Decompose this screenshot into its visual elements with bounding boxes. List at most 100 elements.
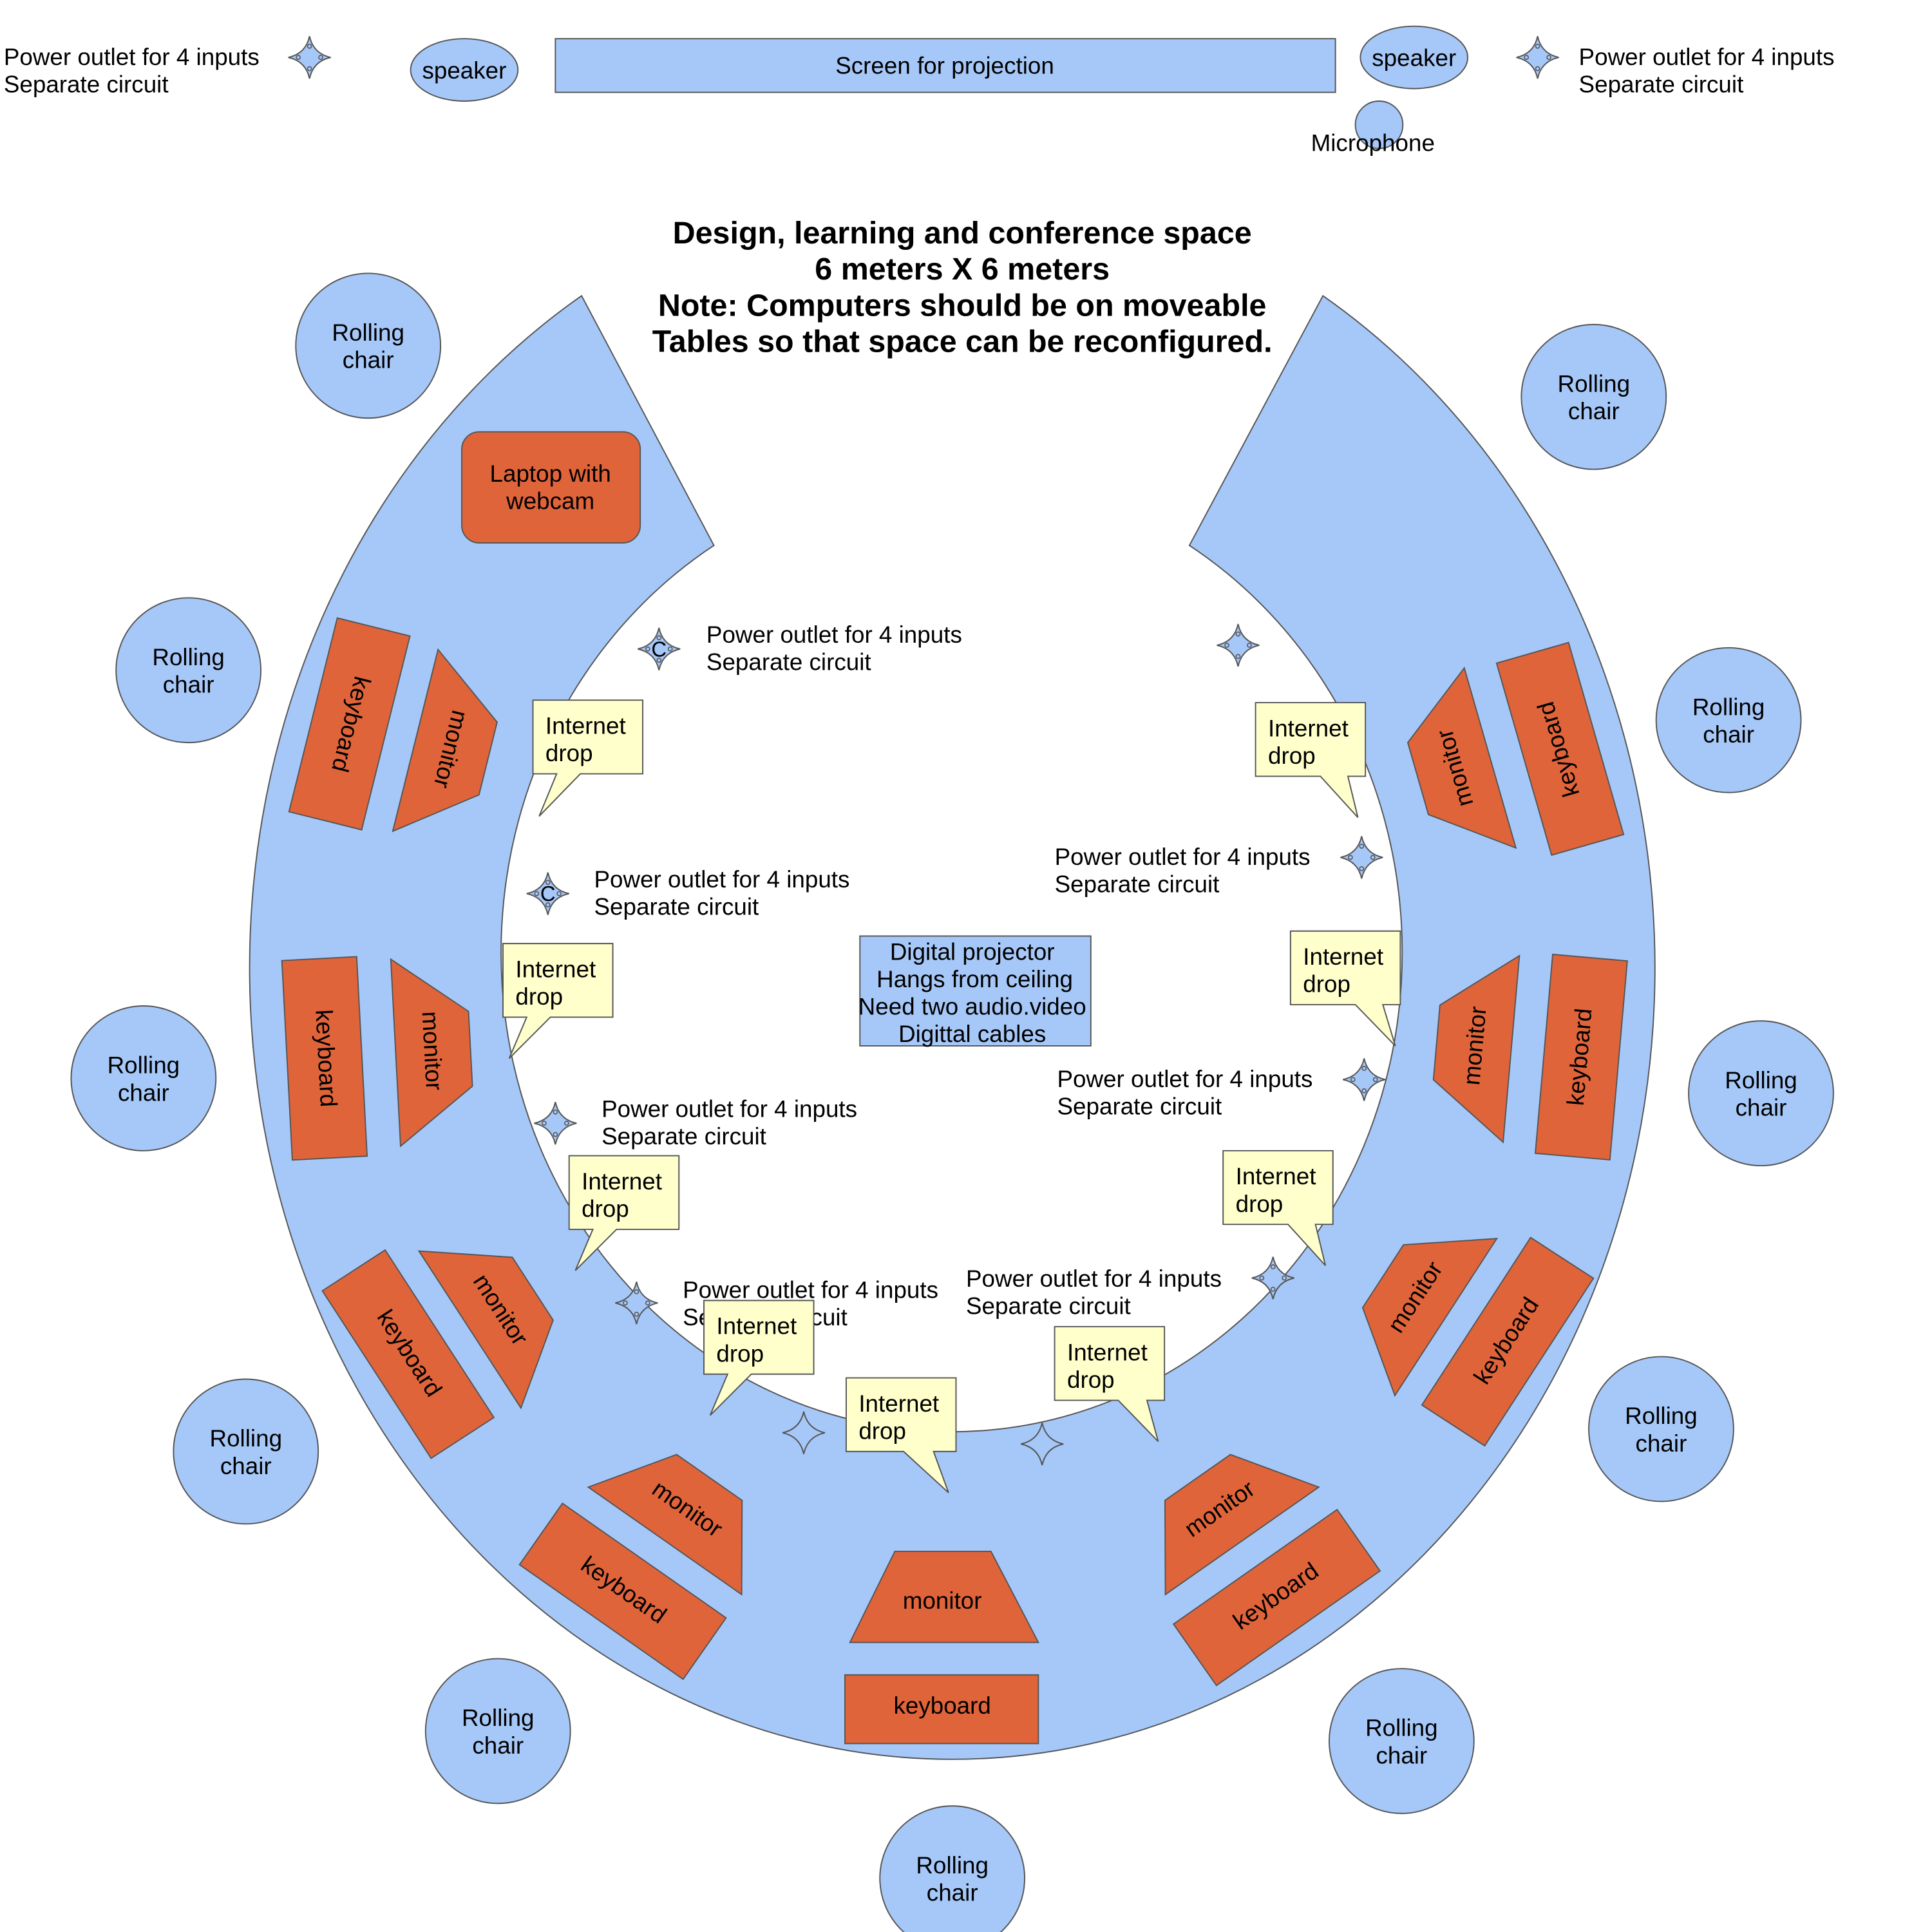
workstation: monitor bbox=[849, 1550, 1039, 1643]
digital-projector: Digital projector Hangs from ceiling Nee… bbox=[858, 935, 1092, 1047]
power-outlet-icon bbox=[287, 35, 332, 80]
svg-text:Rolling: Rolling bbox=[1625, 1403, 1698, 1429]
workstation: monitor bbox=[1406, 667, 1517, 849]
internet-drop-callout: Internet drop bbox=[1054, 1326, 1166, 1443]
svg-text:6 meters X 6 meters: 6 meters X 6 meters bbox=[815, 252, 1110, 287]
top-right-outlet-label: Power outlet for 4 inputs Separate circu… bbox=[1579, 44, 1835, 98]
svg-text:Power outlet for 4 inputs: Power outlet for 4 inputs bbox=[1057, 1066, 1312, 1092]
workstation: monitor bbox=[392, 648, 498, 833]
svg-text:Rolling: Rolling bbox=[1725, 1067, 1797, 1094]
svg-text:Rolling: Rolling bbox=[210, 1425, 283, 1452]
workstation: keyboard bbox=[281, 956, 368, 1161]
svg-text:Rolling: Rolling bbox=[108, 1052, 180, 1079]
svg-text:chair: chair bbox=[343, 347, 394, 374]
svg-text:Screen for projection: Screen for projection bbox=[835, 52, 1054, 79]
projection-screen: Screen for projection bbox=[554, 38, 1336, 93]
internet-drop-callout: Internet drop bbox=[1289, 930, 1401, 1046]
svg-text:speaker: speaker bbox=[422, 57, 506, 84]
power-outlet-icon bbox=[533, 1101, 578, 1146]
speaker-right: speaker bbox=[1359, 25, 1469, 90]
svg-text:chair: chair bbox=[472, 1732, 524, 1759]
svg-text:drop: drop bbox=[858, 1417, 906, 1444]
svg-text:Internet: Internet bbox=[716, 1313, 797, 1340]
svg-text:Internet: Internet bbox=[858, 1390, 939, 1417]
top-left-outlet-label: Power outlet for 4 inputs Separate circu… bbox=[4, 44, 260, 98]
svg-text:Power outlet for 4 inputs: Power outlet for 4 inputs bbox=[601, 1095, 857, 1122]
svg-text:drop: drop bbox=[1303, 971, 1350, 998]
svg-text:Separate circuit: Separate circuit bbox=[1055, 871, 1220, 898]
svg-text:Internet: Internet bbox=[545, 713, 626, 739]
svg-text:Separate circuit: Separate circuit bbox=[601, 1123, 766, 1150]
svg-text:drop: drop bbox=[1067, 1367, 1115, 1393]
speaker-left: speaker bbox=[410, 38, 519, 102]
outlet-label: Power outlet for 4 inputs Separate circu… bbox=[601, 1095, 857, 1150]
workstation: monitor bbox=[390, 958, 473, 1148]
svg-text:Rolling: Rolling bbox=[462, 1705, 535, 1731]
svg-text:chair: chair bbox=[163, 672, 214, 698]
svg-text:Power outlet for 4 inputs: Power outlet for 4 inputs bbox=[594, 866, 849, 893]
svg-text:Rolling: Rolling bbox=[1692, 694, 1765, 720]
workstation: monitor bbox=[1432, 954, 1520, 1144]
svg-text:Separate circuit: Separate circuit bbox=[966, 1293, 1131, 1320]
svg-text:chair: chair bbox=[1376, 1742, 1427, 1768]
workstation: keyboard bbox=[844, 1674, 1039, 1745]
svg-text:Note: Computers should be on m: Note: Computers should be on moveable bbox=[658, 288, 1267, 323]
svg-text:chair: chair bbox=[1703, 721, 1754, 748]
svg-text:Rolling: Rolling bbox=[1558, 371, 1631, 397]
svg-text:drop: drop bbox=[515, 983, 563, 1010]
workstation: keyboard bbox=[1495, 641, 1625, 857]
svg-text:keyboard: keyboard bbox=[310, 1009, 342, 1108]
workstation: keyboard bbox=[288, 617, 411, 831]
workstation: monitor bbox=[417, 1250, 554, 1410]
svg-text:Power outlet for 4 inputs: Power outlet for 4 inputs bbox=[683, 1277, 938, 1303]
outlet-label: Power outlet for 4 inputs Separate circu… bbox=[594, 866, 849, 920]
svg-text:drop: drop bbox=[545, 740, 593, 766]
svg-text:drop: drop bbox=[716, 1340, 764, 1367]
svg-text:Separate circuit: Separate circuit bbox=[594, 894, 759, 920]
svg-text:Hangs from ceiling: Hangs from ceiling bbox=[876, 966, 1073, 992]
internet-drop-callout: Internet drop bbox=[1222, 1150, 1334, 1266]
page-title: Design, learning and conference space 6 … bbox=[652, 216, 1273, 359]
power-outlet-icon bbox=[1340, 835, 1384, 880]
svg-text:Separate circuit: Separate circuit bbox=[1579, 71, 1744, 97]
workstation: monitor bbox=[587, 1454, 743, 1596]
outlet-label: Power outlet for 4 inputs Separate circu… bbox=[1055, 844, 1311, 898]
outlet-label: Power outlet for 4 inputs Separate circu… bbox=[1057, 1066, 1312, 1120]
power-outlet-icon bbox=[1342, 1057, 1387, 1102]
svg-text:drop: drop bbox=[582, 1196, 629, 1222]
svg-text:monitor: monitor bbox=[903, 1587, 982, 1614]
svg-text:Rolling: Rolling bbox=[916, 1852, 989, 1879]
svg-text:chair: chair bbox=[220, 1453, 272, 1479]
svg-text:Internet: Internet bbox=[1067, 1339, 1148, 1365]
outlet-letter: C bbox=[540, 882, 556, 905]
laptop-with-webcam: Laptop with webcam bbox=[461, 431, 641, 544]
svg-text:webcam: webcam bbox=[506, 488, 594, 515]
workstation: monitor bbox=[1361, 1238, 1499, 1397]
svg-text:Need two audio.video: Need two audio.video bbox=[858, 994, 1086, 1020]
internet-drop-callout: Internet drop bbox=[502, 943, 614, 1059]
svg-text:Microphone: Microphone bbox=[1311, 129, 1435, 156]
svg-text:Power outlet for 4 inputs: Power outlet for 4 inputs bbox=[1579, 44, 1835, 70]
svg-text:Tables so that space can be re: Tables so that space can be reconfigured… bbox=[652, 325, 1273, 359]
outlet-letter: C bbox=[651, 637, 667, 661]
svg-text:Power outlet for 4 inputs: Power outlet for 4 inputs bbox=[966, 1265, 1222, 1292]
outlet-label: Power outlet for 4 inputs Separate circu… bbox=[966, 1265, 1222, 1320]
svg-text:Internet: Internet bbox=[582, 1168, 662, 1195]
power-outlet-icon bbox=[1515, 35, 1560, 80]
svg-text:Internet: Internet bbox=[1236, 1163, 1316, 1189]
workstation: keyboard bbox=[1534, 953, 1628, 1161]
svg-text:chair: chair bbox=[927, 1880, 978, 1906]
svg-text:drop: drop bbox=[1268, 743, 1316, 769]
svg-text:Rolling: Rolling bbox=[332, 319, 404, 346]
svg-text:Laptop with: Laptop with bbox=[490, 460, 611, 487]
